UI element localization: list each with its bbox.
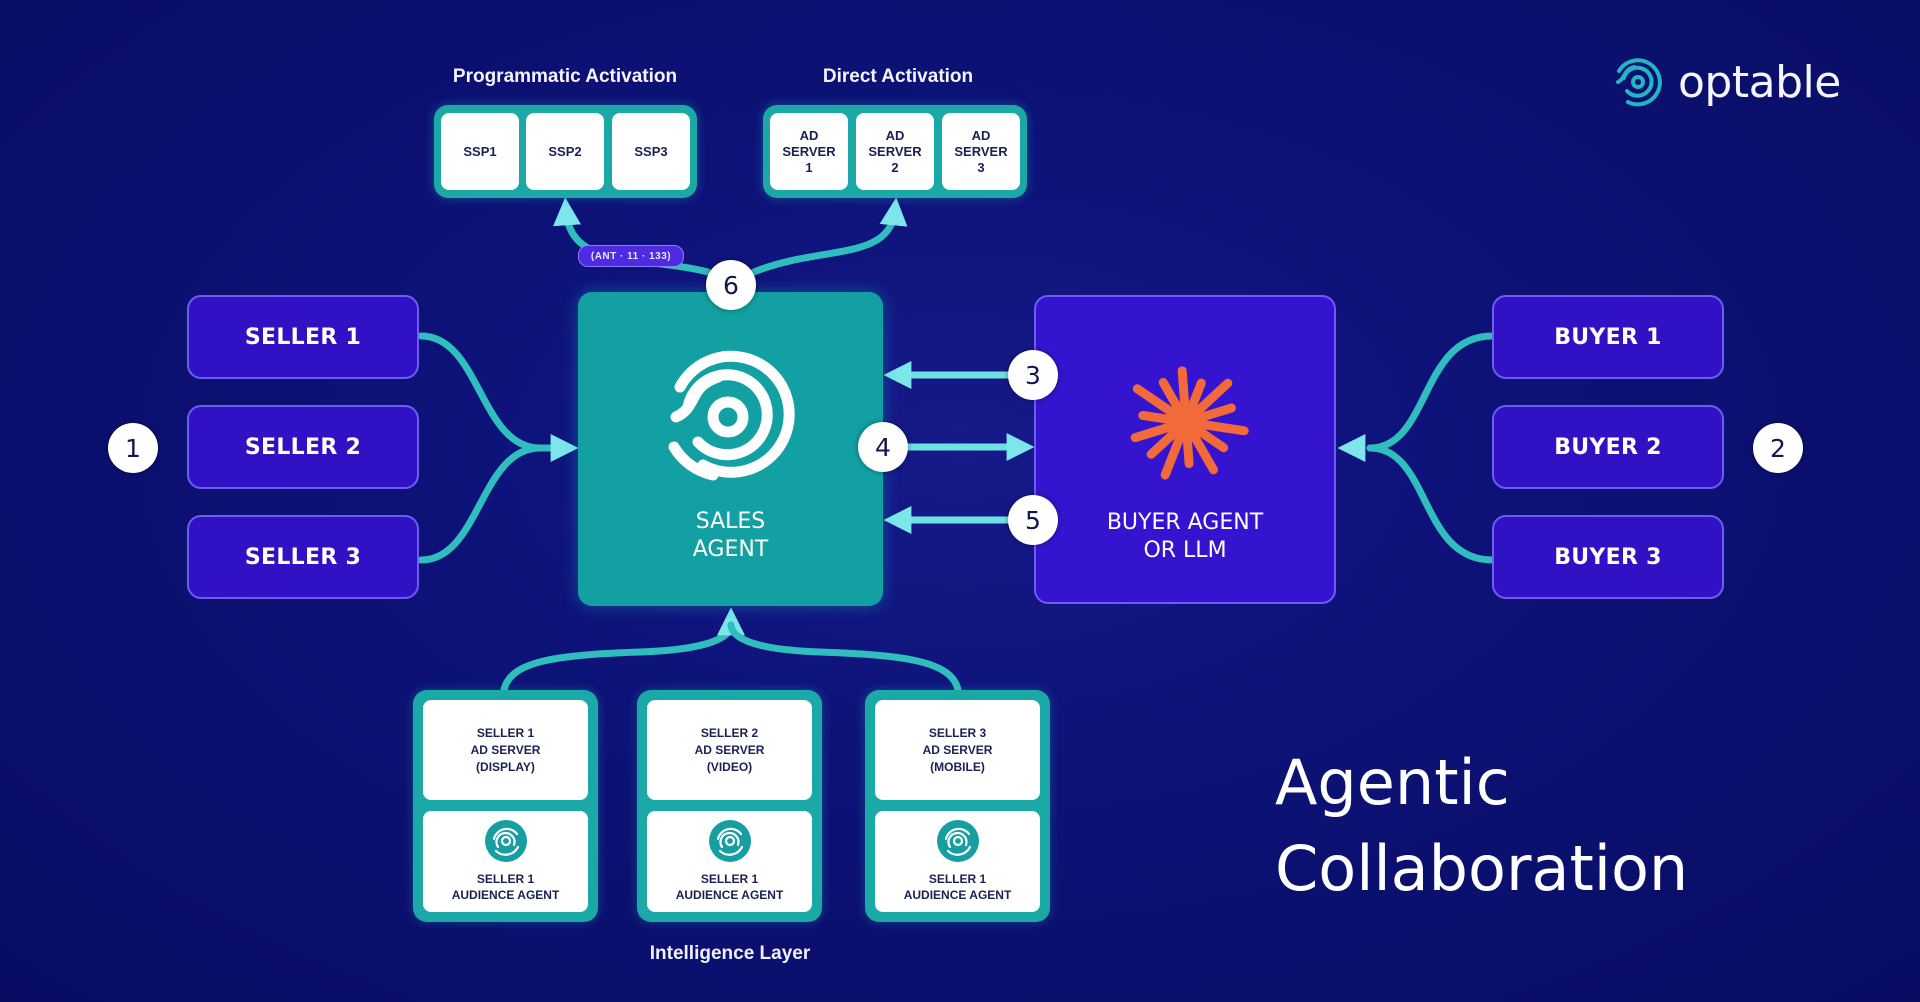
starburst-icon: [1130, 366, 1249, 480]
intelligence-card: SELLER 3 AD SERVER (MOBILE) SELLER 1 AUDIEN…: [865, 690, 1050, 922]
protocol-badge: (ANT · 11 · 133): [578, 245, 684, 267]
ad-server-seller: SELLER 1: [476, 725, 535, 740]
ssp-3[interactable]: SSP3: [612, 113, 690, 190]
ad-server-seller: SELLER 3: [928, 725, 987, 740]
ad-server-2[interactable]: AD SERVER 2: [856, 113, 934, 190]
audience-agent-label: AUDIENCE AGENT: [675, 888, 784, 902]
connector-intel-1: [500, 621, 735, 694]
buyer-agent-title-line1: BUYER AGENT: [1106, 510, 1264, 535]
starburst-ray: [1138, 410, 1181, 426]
starburst-ray: [1191, 403, 1236, 424]
optable-swirl-icon: [1616, 58, 1662, 107]
step-4-badge: 4: [858, 422, 908, 472]
optable-swirl-icon: [668, 350, 795, 481]
step-6-badge: 6: [706, 260, 756, 310]
ad-server-label: AD SERVER: [922, 742, 993, 757]
audience-agent-seller: SELLER 1: [476, 872, 535, 886]
ad-server-box[interactable]: SELLER 1 AD SERVER (DISPLAY): [423, 700, 588, 800]
starburst-ray: [1182, 427, 1194, 469]
fingerprint-icon: [485, 820, 527, 862]
starburst-ray: [1185, 378, 1206, 418]
ad-server-3[interactable]: AD SERVER 3: [942, 113, 1020, 190]
audience-agent-label: AUDIENCE AGENT: [451, 888, 560, 902]
audience-agent-box[interactable]: SELLER 1 AUDIENCE AGENT: [423, 811, 588, 912]
ad-server-format: (VIDEO): [706, 759, 753, 774]
fingerprint-icon: [709, 820, 751, 862]
ad-server-label: AD SERVER: [470, 742, 541, 757]
ssp-1[interactable]: SSP1: [441, 113, 519, 190]
buyer-1-node[interactable]: BUYER 1: [1492, 295, 1724, 379]
ad-server-format: (DISPLAY): [476, 759, 535, 774]
buyer-2-node[interactable]: BUYER 2: [1492, 405, 1724, 489]
step-3-badge: 3: [1008, 350, 1058, 400]
ad-server-label: AD SERVER: [694, 742, 765, 757]
headline-line2: Collaboration: [1275, 832, 1689, 905]
step-5-badge: 5: [1008, 495, 1058, 545]
starburst-ray: [1130, 420, 1181, 443]
sales-agent-title-line1: SALES: [695, 509, 766, 534]
sales-agent-title-line2: AGENT: [692, 537, 769, 562]
ad-server-1[interactable]: AD SERVER 1: [770, 113, 848, 190]
brand-logo[interactable]: optable: [1612, 56, 1841, 108]
seller-1-node[interactable]: SELLER 1: [187, 295, 419, 379]
programmatic-activation-title: Programmatic Activation: [452, 66, 678, 87]
starburst-ray: [1188, 378, 1233, 420]
intelligence-card: SELLER 2 AD SERVER (VIDEO) SELLER 1 AUDIENC…: [637, 690, 822, 922]
audience-agent-seller: SELLER 1: [700, 872, 759, 886]
seller-2-node[interactable]: SELLER 2: [187, 405, 419, 489]
starburst-ray: [1146, 424, 1184, 459]
audience-agent-box[interactable]: SELLER 1 AUDIENCE AGENT: [647, 811, 812, 912]
direct-activation-title: Direct Activation: [822, 66, 974, 87]
headline: Agentic Collaboration: [1275, 740, 1688, 912]
ad-server-box[interactable]: SELLER 3 AD SERVER (MOBILE): [875, 700, 1040, 800]
headline-line1: Agentic: [1275, 746, 1510, 819]
step-2-badge: 2: [1753, 423, 1803, 473]
seller-3-node[interactable]: SELLER 3: [187, 515, 419, 599]
connector-step6-direct: [750, 197, 908, 276]
buyer-3-node[interactable]: BUYER 3: [1492, 515, 1724, 599]
connector-buyer1: [1366, 332, 1496, 452]
connector-intel-3: [727, 621, 962, 694]
connector-seller1: [417, 332, 564, 452]
audience-agent-label: AUDIENCE AGENT: [903, 888, 1012, 902]
starburst-ray: [1191, 418, 1249, 436]
starburst-ray: [1158, 378, 1186, 418]
step-1-badge: 1: [108, 423, 158, 473]
ad-server-seller: SELLER 2: [700, 725, 759, 740]
direct-activation-group: AD SERVER 1 AD SERVER 2 AD SERVER 3: [763, 105, 1027, 198]
ad-server-format: (MOBILE): [930, 759, 985, 774]
sales-agent-node[interactable]: SALES AGENT: [578, 292, 883, 606]
fingerprint-icon: [937, 820, 979, 862]
ad-server-box[interactable]: SELLER 2 AD SERVER (VIDEO): [647, 700, 812, 800]
starburst-ray: [1160, 426, 1187, 480]
audience-agent-seller: SELLER 1: [928, 872, 987, 886]
starburst-ray: [1177, 366, 1190, 417]
starburst-ray: [1132, 384, 1183, 421]
intelligence-layer-title: Intelligence Layer: [649, 943, 811, 964]
programmatic-activation-group: SSP1 SSP2 SSP3: [434, 105, 697, 198]
audience-agent-box[interactable]: SELLER 1 AUDIENCE AGENT: [875, 811, 1040, 912]
starburst-ray: [1186, 426, 1219, 475]
buyer-agent-title-line2: OR LLM: [1143, 538, 1227, 563]
brand-name: optable: [1678, 56, 1841, 108]
buyer-agent-node[interactable]: BUYER AGENT OR LLM: [1034, 295, 1336, 604]
starburst-ray: [1189, 423, 1229, 453]
intelligence-card: SELLER 1 AD SERVER (DISPLAY) SELLER 1 AUDIE…: [413, 690, 598, 922]
ssp-2[interactable]: SSP2: [526, 113, 604, 190]
connector-seller3: [417, 444, 544, 564]
connector-buyer3: [1366, 444, 1496, 564]
